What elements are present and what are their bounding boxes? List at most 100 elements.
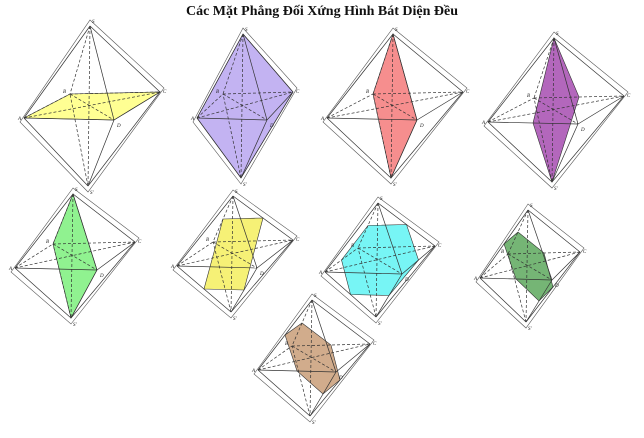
vertex-label: D (419, 124, 424, 129)
vertex-label: B (351, 244, 354, 249)
vertex-label: S' (243, 183, 248, 188)
edge-hidden (372, 33, 394, 95)
edge-solid (176, 195, 234, 267)
vertex-label: C (627, 94, 631, 99)
edge-hidden (23, 93, 71, 119)
vertex-label: A (318, 271, 323, 276)
vertex-label: A (170, 265, 175, 270)
edge-hidden (291, 345, 311, 417)
vertex-label: S (395, 28, 398, 33)
edge-solid (487, 121, 579, 125)
edge-solid (553, 37, 625, 97)
edge-solid (113, 91, 161, 121)
edge-hidden (326, 93, 374, 119)
frame-outline (172, 189, 298, 319)
edge-hidden (52, 243, 98, 271)
vertex-label: B (366, 90, 369, 95)
edge-solid (309, 371, 337, 417)
edge-hidden (507, 209, 529, 255)
edge-solid (390, 119, 418, 179)
edge-solid (230, 267, 258, 313)
edge-hidden (372, 93, 418, 121)
edge-solid (527, 209, 553, 281)
frame-outline (320, 196, 440, 324)
edge-hidden (52, 243, 72, 319)
edge-solid (232, 195, 294, 241)
page-title: Các Mặt Phẳng Đối Xứng Hình Bát Diện Đều (185, 4, 459, 19)
edge-solid (324, 271, 377, 318)
edge-hidden (14, 241, 136, 269)
edge-hidden (357, 247, 377, 318)
edge-hidden (487, 97, 535, 123)
edge-hidden (212, 239, 294, 243)
edge-solid (176, 265, 232, 313)
edge-solid (196, 33, 244, 119)
edge-hidden (533, 97, 553, 183)
vertex-label: A (251, 369, 256, 374)
edge-hidden (507, 251, 581, 255)
edge-solid (525, 251, 581, 323)
vertex-label: S (530, 204, 533, 209)
edge-hidden (257, 343, 371, 371)
edge-hidden (69, 25, 91, 95)
edge-solid (14, 267, 98, 271)
symmetry-plane (372, 32, 418, 179)
vertex-label: B (46, 240, 49, 245)
edge-solid (377, 202, 403, 275)
frame-outline (322, 27, 468, 185)
edge-hidden (70, 193, 74, 319)
edge-hidden (533, 97, 579, 125)
edge-hidden (196, 91, 294, 119)
edge-hidden (196, 93, 224, 119)
edge-solid (72, 193, 136, 243)
vertex-label: A (473, 277, 478, 282)
vertex-label: B (285, 342, 288, 347)
edge-solid (326, 33, 394, 119)
vertex-label: S (314, 294, 317, 299)
edge-solid (487, 121, 553, 183)
symmetry-plane (203, 217, 264, 291)
edge-hidden (230, 195, 234, 313)
edge-solid (96, 241, 136, 271)
vertex-label: S (245, 28, 248, 33)
edge-solid (23, 25, 91, 119)
edge-hidden (533, 37, 555, 99)
edge-hidden (324, 247, 359, 273)
vertex-label: A (320, 117, 325, 122)
vertex-label: B (527, 94, 530, 99)
edge-solid (479, 209, 529, 279)
edge-hidden (69, 93, 115, 121)
edge-hidden (375, 202, 379, 318)
frame-outline (10, 187, 140, 325)
edge-solid (551, 251, 581, 281)
edge-hidden (479, 251, 581, 279)
edge-solid (89, 25, 161, 93)
edge-hidden (372, 91, 464, 95)
edge-hidden (222, 91, 294, 95)
edge-solid (401, 245, 436, 275)
edge-solid (242, 33, 268, 121)
edge-hidden (533, 95, 625, 99)
edge-hidden (69, 93, 89, 187)
vertex-label: S' (393, 183, 398, 188)
vertex-label: S (92, 20, 95, 25)
edge-solid (553, 37, 579, 125)
vertex-label: S (380, 197, 383, 202)
edge-solid (196, 117, 242, 179)
frame-outline (483, 31, 629, 189)
vertex-label: S' (90, 191, 95, 196)
edge-solid (196, 117, 268, 121)
edge-hidden (324, 245, 436, 273)
edge-hidden (212, 241, 232, 313)
symmetry-plane (196, 33, 294, 179)
vertex-label: C (583, 250, 587, 255)
edge-solid (311, 299, 371, 345)
vertex-label: S (556, 32, 559, 37)
vertex-label: D (554, 284, 559, 289)
vertex-label: B (501, 250, 504, 255)
